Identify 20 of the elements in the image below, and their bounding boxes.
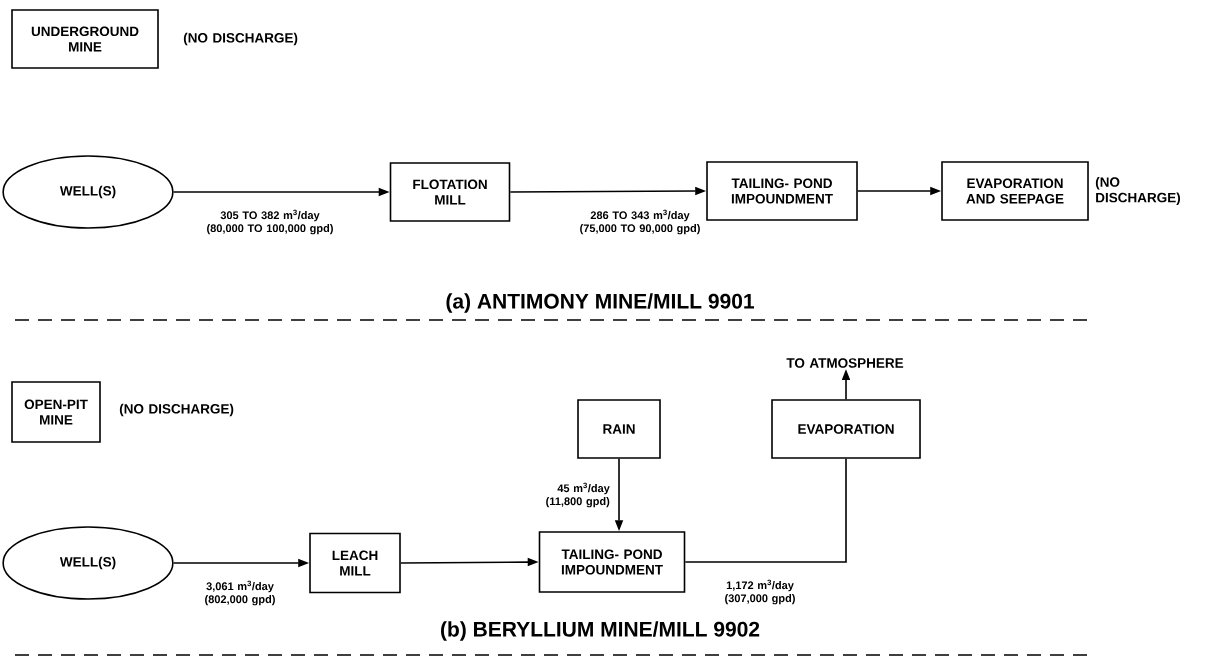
flow-rate-label: 45 m$^{3}$/day (11,800 gpd) — [546, 482, 610, 508]
note-text: (NO DISCHARGE) — [119, 403, 234, 417]
caption-text: (b) BERYLLIUM MINE/MILL 9902 — [441, 621, 760, 641]
process-box: TAILING- POND IMPOUNDMENT — [538, 531, 686, 593]
process-box: TAILING- POND IMPOUNDMENT — [706, 161, 858, 221]
flow-rate-label: 305 TO 382 m$^{3}$/day (80,000 TO 100,000 gpd) — [207, 209, 333, 235]
flow-rate-label: 3,061 m$^{3}$/day (802,000 gpd) — [205, 580, 275, 606]
process-box: FLOTATION MILL — [389, 162, 511, 222]
destination-text: TO ATMOSPHERE — [786, 358, 904, 368]
flow-rate-label: 1,172 m$^{3}$/day (307,000 gpd) — [725, 579, 795, 605]
flow-rate-label: 286 TO 343 m$^{3}$/day (75,000 TO 90,000 gpd) — [580, 209, 700, 235]
process-box: RAIN — [577, 399, 661, 459]
process-box: EVAPORATION — [771, 399, 921, 459]
note-text: (NO DISCHARGE) — [183, 32, 298, 46]
process-box: OPEN-PIT MINE — [11, 381, 101, 443]
process-box: UNDERGROUND MINE — [11, 9, 159, 69]
note-text: (NO DISCHARGE) — [1095, 176, 1181, 206]
process-box: EVAPORATION AND SEEPAGE — [941, 161, 1089, 221]
caption-text: (a) ANTIMONY MINE/MILL 9901 — [446, 293, 754, 313]
process-box: LEACH MILL — [309, 532, 401, 594]
